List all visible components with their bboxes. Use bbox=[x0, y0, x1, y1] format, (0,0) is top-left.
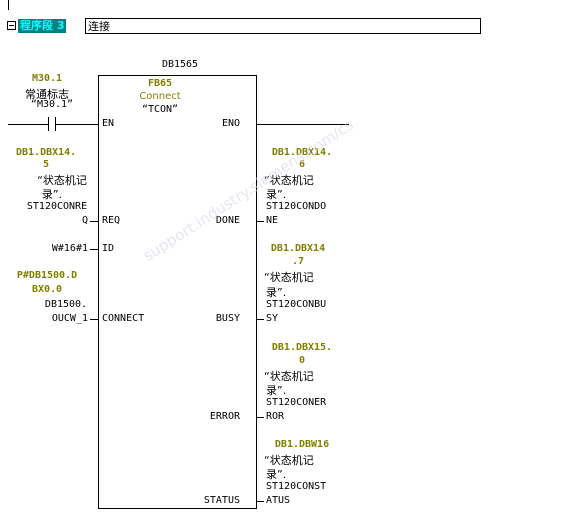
done-wire bbox=[257, 221, 264, 222]
connect-symbol-line2: OUCW_1 bbox=[51, 313, 88, 324]
block-name: Connect bbox=[139, 91, 181, 102]
done-symbol-line1: “状态机记 bbox=[264, 174, 314, 187]
error-pin-label: ERROR bbox=[209, 411, 240, 422]
busy-address-cont[interactable]: .7 bbox=[291, 256, 305, 267]
error-symbol-line3: ST120CONER bbox=[266, 397, 327, 408]
error-wire bbox=[257, 417, 264, 418]
en-contact-address[interactable]: M30.1 bbox=[31, 73, 63, 84]
busy-address[interactable]: DB1.DBX14 bbox=[270, 243, 326, 254]
done-pin-label: DONE bbox=[215, 215, 240, 226]
busy-symbol-line1: “状态机记 bbox=[264, 271, 314, 284]
id-pin-label: ID bbox=[102, 243, 115, 254]
done-address-cont[interactable]: 6 bbox=[298, 159, 306, 170]
req-pin-label: REQ bbox=[102, 215, 121, 226]
en-wire-right bbox=[55, 124, 98, 125]
req-symbol-line1: “状态机记 bbox=[37, 174, 87, 187]
connect-symbol-line1: DB1500. bbox=[44, 299, 88, 310]
status-wire bbox=[257, 501, 264, 502]
en-contact-symbol: “M30.1” bbox=[30, 99, 74, 110]
error-address[interactable]: DB1.DBX15. bbox=[271, 342, 333, 353]
network-label[interactable]: 程序段 3 bbox=[18, 19, 67, 33]
eno-wire bbox=[257, 124, 349, 125]
error-symbol-line1: “状态机记 bbox=[264, 370, 314, 383]
connect-wire bbox=[90, 319, 98, 320]
id-value[interactable]: W#16#1 bbox=[51, 243, 88, 254]
done-symbol-line4: NE bbox=[266, 215, 279, 226]
busy-pin-label: BUSY bbox=[215, 313, 240, 324]
status-symbol-line2: 录”. bbox=[266, 468, 287, 481]
busy-symbol-line3: ST120CONBU bbox=[266, 299, 327, 310]
done-symbol-line3: ST120CONDO bbox=[266, 201, 327, 212]
network-title-field[interactable]: 连接 bbox=[85, 18, 481, 34]
req-address-cont[interactable]: 5 bbox=[42, 159, 50, 170]
req-symbol-line3: ST120CONRE bbox=[26, 201, 88, 212]
block-type: FB65 bbox=[147, 78, 173, 89]
busy-symbol-line2: 录”. bbox=[266, 286, 287, 299]
contact-bar-left[interactable] bbox=[48, 117, 49, 131]
req-symbol-line4: Q bbox=[81, 215, 88, 226]
status-pin-label: STATUS bbox=[203, 495, 240, 506]
collapse-network-icon[interactable] bbox=[7, 21, 16, 30]
error-symbol-line4: ROR bbox=[266, 411, 285, 422]
connect-pin-label: CONNECT bbox=[102, 313, 145, 324]
req-address[interactable]: DB1.DBX14. bbox=[16, 147, 77, 158]
block-symbol: “TCON” bbox=[141, 104, 179, 115]
instance-db[interactable]: DB1565 bbox=[161, 59, 199, 70]
eno-pin-label: ENO bbox=[222, 118, 241, 129]
en-pin-label: EN bbox=[102, 118, 115, 129]
status-symbol-line4: ATUS bbox=[266, 495, 291, 506]
fb65-connect-block[interactable] bbox=[98, 75, 257, 509]
req-symbol-line2: 录”. bbox=[41, 188, 63, 201]
en-contact-comment: 常通标志 bbox=[25, 88, 69, 101]
req-wire bbox=[90, 221, 98, 222]
status-symbol-line1: “状态机记 bbox=[264, 454, 314, 467]
connect-address-cont[interactable]: BX0.0 bbox=[31, 284, 63, 295]
en-wire-left bbox=[8, 124, 48, 125]
busy-wire bbox=[257, 319, 264, 320]
id-wire bbox=[90, 249, 98, 250]
error-symbol-line2: 录”. bbox=[266, 384, 287, 397]
done-address[interactable]: DB1.DBX14. bbox=[271, 147, 333, 158]
status-address[interactable]: DB1.DBW16 bbox=[274, 439, 330, 450]
connect-address[interactable]: P#DB1500.D bbox=[16, 270, 78, 281]
done-symbol-line2: 录”. bbox=[266, 188, 287, 201]
status-symbol-line3: ST120CONST bbox=[266, 481, 327, 492]
error-address-cont[interactable]: 0 bbox=[298, 355, 306, 366]
power-rail bbox=[8, 0, 9, 10]
busy-symbol-line4: SY bbox=[266, 313, 279, 324]
